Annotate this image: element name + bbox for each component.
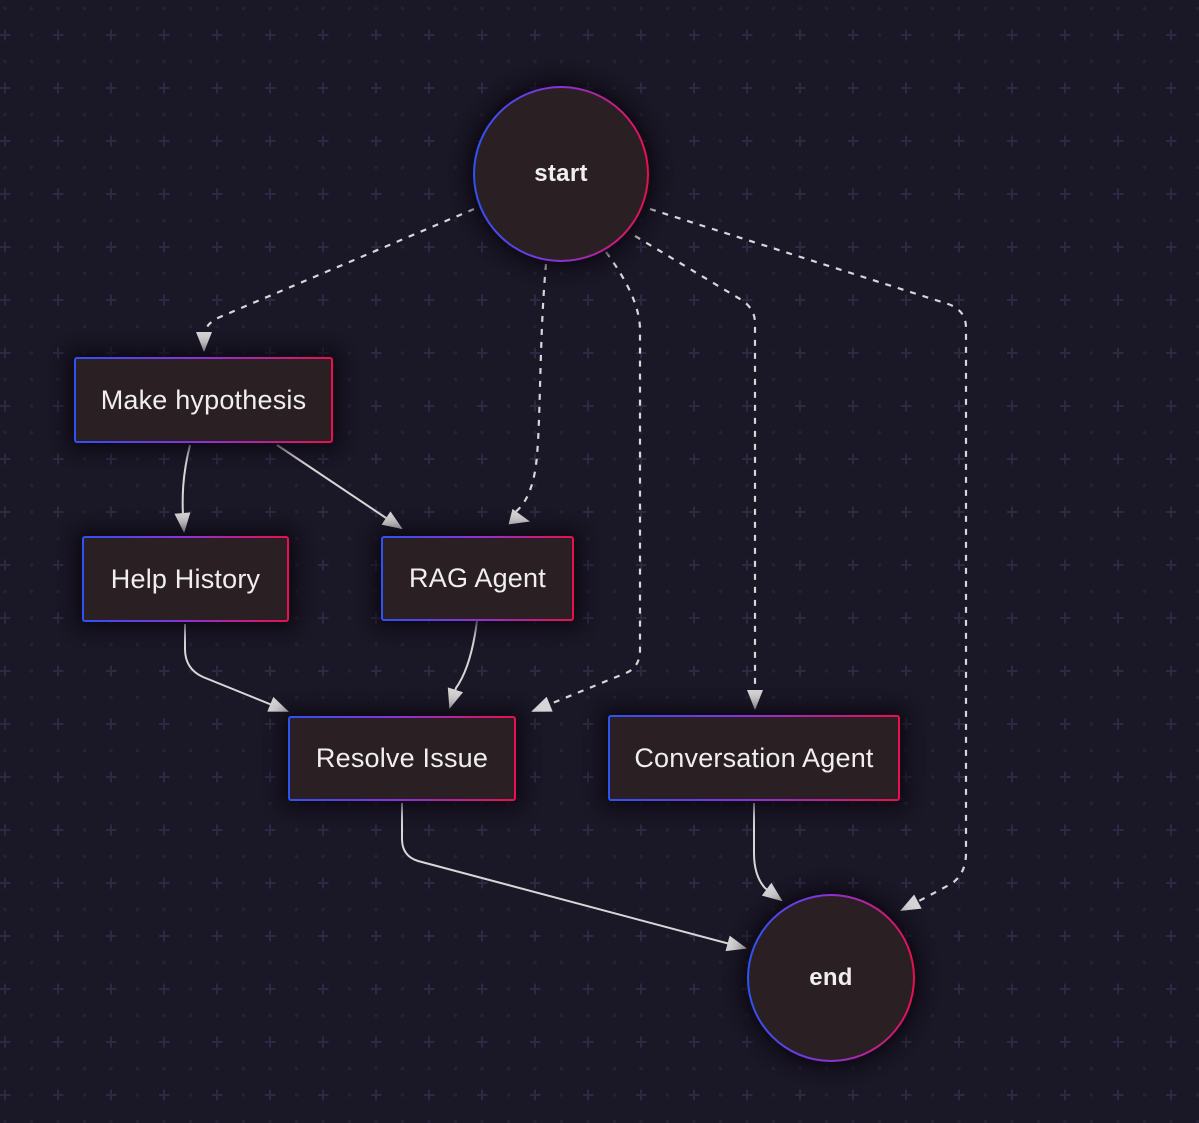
node-rag-agent[interactable]: RAG Agent <box>381 536 574 621</box>
node-label-conversation-agent: Conversation Agent <box>634 742 874 773</box>
edge-start-to-resolve-issue <box>531 251 642 713</box>
node-end[interactable]: end <box>747 894 915 1062</box>
edge-rag-agent-to-resolve-issue <box>447 620 478 709</box>
edge-conversation-agent-to-end <box>753 803 783 902</box>
edge-resolve-issue-to-end <box>401 803 747 952</box>
node-label-help-history: Help History <box>110 563 261 594</box>
node-start[interactable]: start <box>473 86 649 262</box>
edge-start-to-conversation-agent <box>634 235 763 710</box>
node-label-resolve-issue: Resolve Issue <box>315 743 489 773</box>
node-make-hypothesis[interactable]: Make hypothesis <box>74 357 333 443</box>
node-label-end: end <box>809 964 853 991</box>
node-label-rag-agent: RAG Agent <box>409 563 546 593</box>
edge-make-hypothesis-to-help-history <box>174 444 191 533</box>
edge-start-to-make-hypothesis <box>196 207 475 352</box>
node-label-start: start <box>534 160 588 187</box>
node-help-history[interactable]: Help History <box>82 536 289 622</box>
node-resolve-issue[interactable]: Resolve Issue <box>288 716 516 801</box>
edge-start-to-end <box>649 207 968 911</box>
edge-make-hypothesis-to-rag-agent <box>276 444 403 530</box>
edge-help-history-to-resolve-issue <box>184 624 289 712</box>
node-label-make-hypothesis: Make hypothesis <box>100 384 307 415</box>
edge-start-to-rag-agent <box>508 263 548 525</box>
node-conversation-agent[interactable]: Conversation Agent <box>608 715 900 801</box>
